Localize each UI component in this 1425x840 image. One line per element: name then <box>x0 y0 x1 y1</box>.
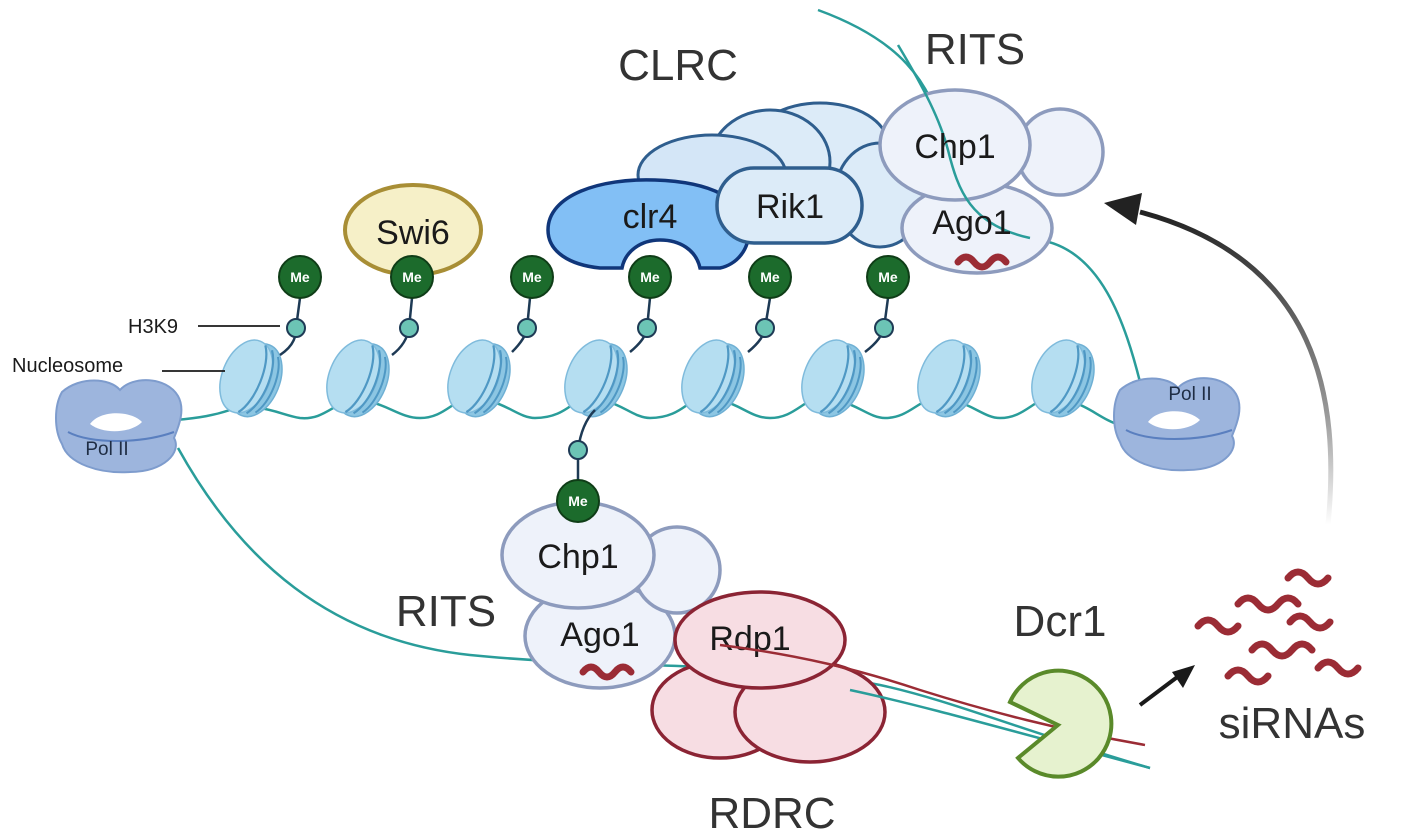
nucleosome-3 <box>436 331 522 426</box>
h3k9-residues <box>286 318 894 338</box>
rik1-label: Rik1 <box>756 188 824 226</box>
dcr1-protein <box>1007 668 1114 779</box>
arrow-sirna-to-rits <box>1139 209 1334 526</box>
arrow-to-sirnas <box>1138 673 1182 707</box>
rik1-protein <box>715 166 864 245</box>
svg-text:Me: Me <box>402 269 422 285</box>
sirna-cluster <box>1194 568 1362 686</box>
svg-text:Me: Me <box>290 269 310 285</box>
ago1-bottom-label: Ago1 <box>560 616 639 654</box>
chromatin-dna <box>174 397 1121 427</box>
clr4-label: clr4 <box>623 198 678 236</box>
rits-top-complex <box>878 88 1105 275</box>
nucleosome-5 <box>670 331 756 426</box>
h3k9-residue-down <box>568 440 588 460</box>
chp1-bottom-label: Chp1 <box>537 538 618 576</box>
dcr1-label: Dcr1 <box>1014 597 1107 646</box>
svg-text:Me: Me <box>640 269 660 285</box>
rits-bottom-complex <box>500 500 722 690</box>
sirna-in-ago1-top <box>954 253 1010 271</box>
svg-text:Me: Me <box>760 269 780 285</box>
nucleosome-1 <box>208 331 294 426</box>
rits-top-label: RITS <box>925 25 1025 74</box>
methyl-marks: Me Me Me Me Me Me <box>278 255 910 299</box>
sirnas-label: siRNAs <box>1219 699 1366 748</box>
rdp1-label: Rdp1 <box>709 620 790 658</box>
pol2-right-label: Pol II <box>1168 384 1211 405</box>
svg-text:Me: Me <box>568 493 588 509</box>
svg-text:Me: Me <box>878 269 898 285</box>
nucleosome-label: Nucleosome <box>12 355 123 377</box>
ago1-top-label: Ago1 <box>932 204 1011 242</box>
svg-text:Me: Me <box>522 269 542 285</box>
clr4-protein <box>546 178 751 270</box>
pol2-left-label: Pol II <box>85 439 128 460</box>
clrc-label: CLRC <box>618 41 738 90</box>
rits-bottom-label: RITS <box>396 587 496 636</box>
h3k9-label: H3K9 <box>128 316 178 338</box>
rdrc-complex <box>650 590 887 764</box>
nucleosome-4 <box>553 331 639 426</box>
methyl-mark-down <box>556 479 600 523</box>
swi6-label: Swi6 <box>376 214 450 252</box>
sirna-in-ago1-bottom <box>579 663 635 681</box>
chp1-top-label: Chp1 <box>914 128 995 166</box>
rdrc-label: RDRC <box>708 789 835 838</box>
clrc-complex <box>546 101 927 270</box>
